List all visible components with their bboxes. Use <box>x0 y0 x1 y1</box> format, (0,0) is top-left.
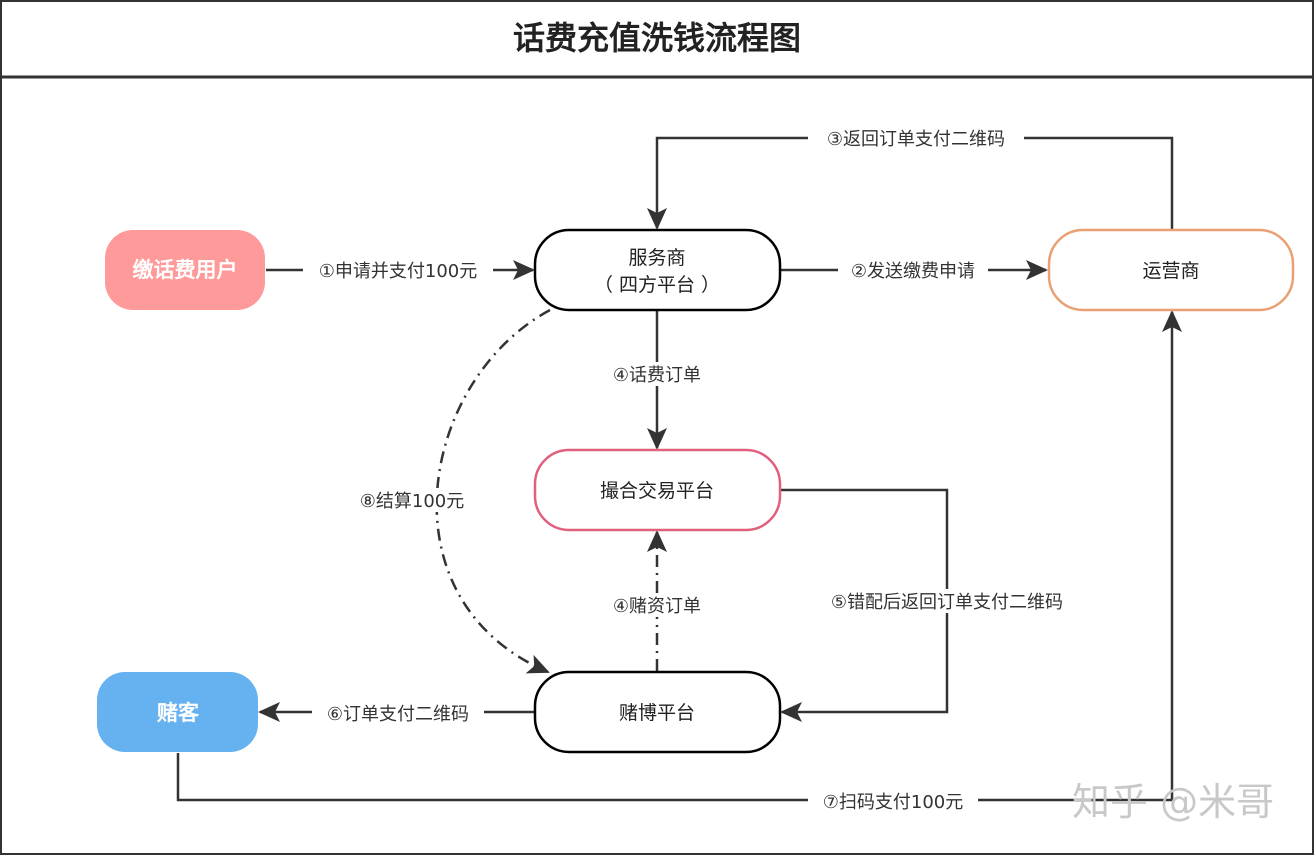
node-operator-label: 运营商 <box>1142 260 1199 282</box>
node-gambler-label: 赌客 <box>157 701 200 725</box>
edge-7 <box>176 310 1182 802</box>
edge-label-7: ⑦扫码支付100元 <box>823 792 964 813</box>
node-matching-label: 撮合交易平台 <box>600 480 714 502</box>
node-gambling-label: 赌博平台 <box>619 702 695 724</box>
edge-3 <box>647 136 1174 230</box>
edge-label-4a: ④话费订单 <box>613 365 701 386</box>
node-gambler: 赌客 <box>97 672 258 752</box>
edge-label-3: ③返回订单支付二维码 <box>827 129 1005 150</box>
node-provider-sublabel: （ 四方平台 ） <box>594 274 720 296</box>
node-user-label: 缴话费用户 <box>133 258 238 282</box>
node-gambling-platform: 赌博平台 <box>533 670 782 754</box>
edge-8 <box>435 308 551 674</box>
diagram-title: 话费充值洗钱流程图 <box>513 19 801 57</box>
edge-label-4b: ④赌资订单 <box>613 596 701 617</box>
node-operator: 运营商 <box>1047 228 1295 312</box>
node-user: 缴话费用户 <box>105 230 265 310</box>
node-provider-label: 服务商 <box>628 247 685 269</box>
edge-label-2: ②发送缴费申请 <box>851 261 975 282</box>
node-provider: 服务商 （ 四方平台 ） <box>533 228 782 312</box>
edge-label-5: ⑤错配后返回订单支付二维码 <box>831 592 1063 613</box>
edge-label-6: ⑥订单支付二维码 <box>327 704 469 725</box>
edge-label-8: ⑧结算100元 <box>360 491 465 512</box>
watermark: 知乎 @米哥 <box>1072 780 1274 824</box>
node-matching-platform: 撮合交易平台 <box>533 448 782 532</box>
edge-label-1: ①申请并支付100元 <box>319 261 478 282</box>
